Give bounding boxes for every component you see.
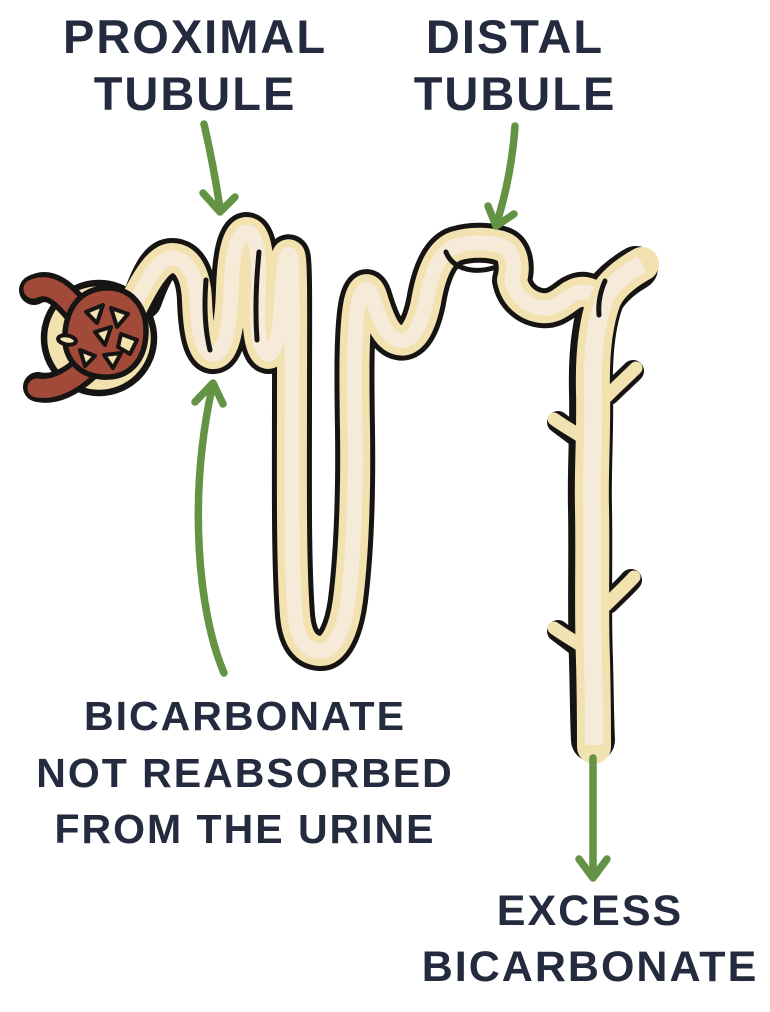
bicarbonate-not-reabsorbed-label: BICARBONATE NOT REABSORBED FROM THE URIN… [0, 688, 490, 858]
excess-arrow-head [575, 855, 611, 882]
tubule-fold-lines [202, 249, 608, 353]
excess-bicarbonate-label: EXCESS BICARBONATE [410, 884, 770, 996]
glomerulus [19, 272, 149, 403]
fold-line-3 [443, 249, 496, 273]
arteriole-gap [56, 333, 78, 347]
distal-tubule-label: DISTAL TUBULE [360, 8, 670, 123]
fold-line-2 [253, 249, 262, 343]
duct-branch-fill-3 [599, 570, 641, 612]
excess-bicarbonate-arrow-icon [575, 754, 611, 882]
proximal-tubule-label-line2: TUBULE [93, 67, 297, 121]
bicarbonate-arrow-head [191, 379, 227, 408]
excess-bicarbonate-label-line1: EXCESS [496, 887, 684, 935]
capillary-gap-6 [102, 351, 123, 370]
bicarbonate-arrow-shaft [194, 384, 228, 677]
fold-line-1 [202, 277, 213, 353]
capillary-gap-5 [78, 348, 97, 368]
distal-arrow-shaft [493, 122, 519, 226]
capillary-gap-4 [116, 332, 139, 356]
proximal-arrow-head [199, 189, 239, 216]
duct-branch-fill-1 [600, 361, 643, 403]
proximal-tubule-label: PROXIMAL TUBULE [30, 8, 360, 123]
excess-bicarbonate-label-line2: BICARBONATE [421, 942, 759, 991]
distal-tubule-label-line1: DISTAL [425, 10, 605, 63]
bicarbonate-arrow-icon [191, 379, 228, 677]
bicarbonate-label-line3: FROM THE URINE [54, 806, 436, 853]
proximal-arrow-shaft [200, 120, 224, 212]
nephron-tubule-highlight [125, 224, 595, 659]
capillary-gap-2 [109, 306, 130, 329]
tubule-interiors [115, 217, 659, 764]
bicarbonate-label-line2: NOT REABSORBED [36, 749, 454, 796]
proximal-arrow-icon [199, 120, 239, 216]
distal-arrow-head [484, 202, 518, 230]
collecting-duct-highlight [582, 256, 647, 746]
annotation-arrows [191, 120, 611, 882]
proximal-tubule-label-line1: PROXIMAL [62, 10, 328, 63]
capillary-gap-3 [93, 325, 113, 347]
fold-line-4 [596, 278, 608, 318]
capillary-gap-1 [84, 303, 105, 325]
bicarbonate-label-line1: BICARBONATE [84, 693, 406, 739]
distal-tubule-label-line2: TUBULE [413, 67, 617, 121]
distal-arrow-icon [484, 122, 519, 230]
